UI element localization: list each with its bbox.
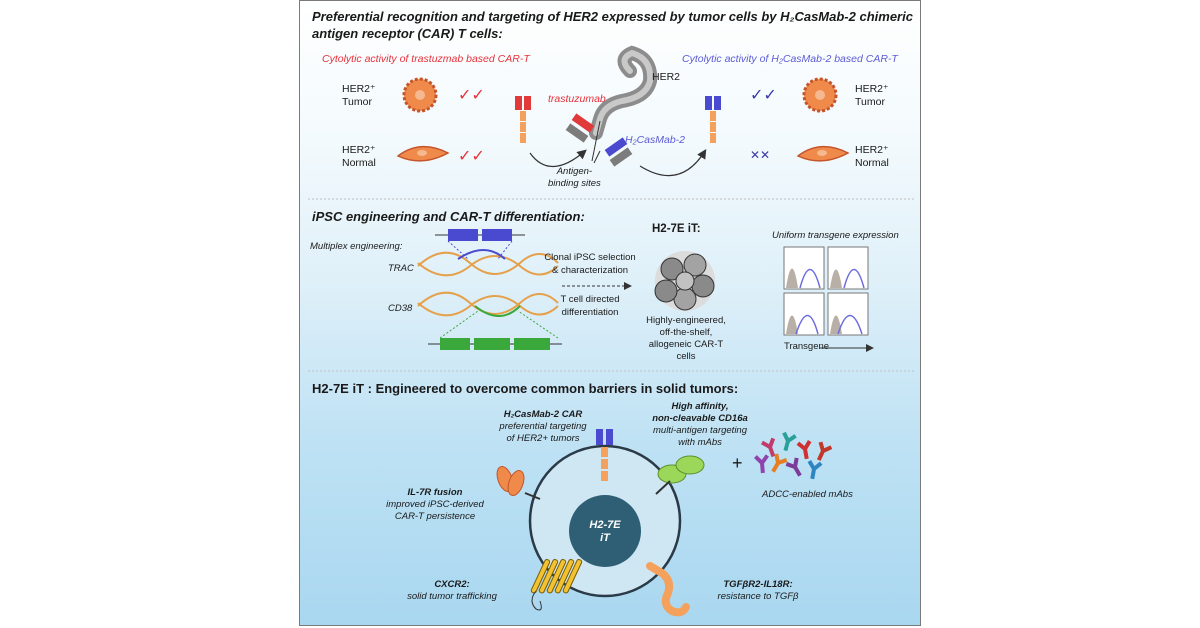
figure-panel: Preferential recognition and targeting o… — [299, 0, 921, 626]
il7r-annotation: IL-7R fusion improved iPSC-derived CAR-T… — [386, 487, 484, 522]
car-annotation: H₂CasMab-2 CAR preferential targeting of… — [499, 409, 587, 444]
donor-construct-bottom — [428, 338, 562, 350]
h2casmab-fab-icon — [604, 137, 633, 167]
trac-locus — [417, 240, 559, 277]
label-multiplex: Multiplex engineering: — [310, 241, 403, 252]
label-antigen-binding-sites: Antigen-binding sites — [548, 166, 601, 189]
binding-site-pointer — [591, 120, 601, 164]
mab-cluster-icon — [754, 431, 833, 480]
label-trac: TRAC — [388, 263, 414, 274]
t-cell-nucleus — [569, 495, 641, 567]
tgfbr2-annotation: TGFβR2-IL18R: resistance to TGFβ — [717, 579, 799, 602]
normal-cell-left — [396, 146, 450, 162]
right-cytolytic-caption: Cytolytic activity of H₂CasMab-2 based C… — [682, 53, 898, 65]
ipsc-cluster-icon — [654, 251, 715, 311]
figure-title-line2: antigen receptor (CAR) T cells: — [312, 26, 503, 41]
trastuzumab-fab-icon — [565, 113, 595, 143]
h27e-title: H2-7E iT: — [652, 223, 701, 235]
cd16a-receptor-icon — [655, 455, 705, 495]
label-her2-tumor-right: HER2⁺Tumor — [855, 83, 889, 108]
figure-title-line1: Preferential recognition and targeting o… — [312, 9, 913, 24]
tgfbr2-il18r-icon — [646, 562, 690, 617]
cd16a-annotation: High affinity, non-cleavable CD16a multi… — [652, 401, 748, 448]
label-clonal-selection: Clonal iPSC selection& characterization — [544, 252, 636, 276]
section3-title: H2-7E iT : Engineered to overcome common… — [312, 381, 739, 396]
il7r-fusion-icon — [496, 466, 541, 500]
label-trastuzumab: trastuzumab — [548, 93, 606, 105]
section2-title: iPSC engineering and CAR-T differentiati… — [312, 209, 585, 224]
label-h2casmab-2: H₂CasMab-2 — [625, 134, 686, 146]
left-arrow — [529, 149, 587, 168]
label-uniform-expression: Uniform transgene expression — [772, 230, 899, 241]
label-cd38: CD38 — [388, 303, 413, 314]
cd38-locus — [417, 291, 559, 339]
label-her2-normal-left: HER2⁺Normal — [342, 144, 376, 169]
histogram-panels — [783, 246, 874, 352]
cxcr2-receptor-icon — [530, 558, 583, 611]
her2-protein-icon — [589, 45, 658, 140]
donor-construct-top — [435, 229, 525, 241]
figure-graphics — [308, 45, 914, 617]
cross-right-normal-icon: ✕✕ — [750, 148, 771, 162]
h2casmab-car-icon — [705, 96, 721, 143]
label-her2-normal-right: HER2⁺Normal — [855, 144, 889, 169]
tumor-cell-left — [402, 77, 438, 113]
normal-cell-right — [796, 146, 850, 162]
cxcr2-annotation: CXCR2: solid tumor trafficking — [407, 579, 497, 602]
check-right-tumor-icon: ✓✓ — [750, 87, 777, 104]
h27e-description: Highly-engineered,off-the-shelf, allogen… — [646, 315, 726, 362]
label-transgene: Transgene — [784, 341, 830, 352]
check-left-normal-icon: ✓✓ — [458, 148, 485, 165]
label-her2: HER2 — [652, 71, 681, 83]
label-adcc-mabs: ADCC-enabled mAbs — [762, 489, 853, 500]
right-arrow — [639, 148, 707, 177]
h2casmab-car-receptor-icon — [596, 429, 613, 481]
tumor-cell-right — [802, 77, 838, 113]
plus-sign: + — [732, 453, 743, 473]
trastuzumab-car-icon — [515, 96, 531, 143]
label-her2-tumor-left: HER2⁺Tumor — [342, 83, 376, 108]
left-cytolytic-caption: Cytolytic activity of trastuzmab based C… — [322, 53, 530, 65]
check-left-tumor-icon: ✓✓ — [458, 87, 485, 104]
